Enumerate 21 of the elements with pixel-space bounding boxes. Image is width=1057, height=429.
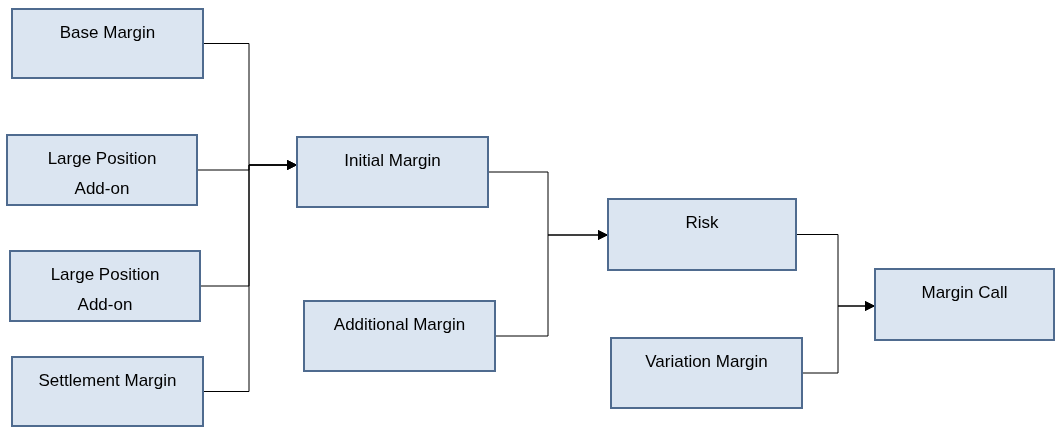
box-label: Large Position Add-on (49, 264, 161, 316)
process-box (11, 8, 204, 79)
process-box (303, 300, 496, 372)
process-box (296, 136, 489, 208)
box-label: Base Margin (59, 22, 156, 44)
box-label: Settlement Margin (38, 370, 177, 392)
process-box (11, 356, 204, 427)
box-label: Additional Margin (333, 314, 466, 336)
connector-arrow (495, 230, 608, 337)
process-box (874, 268, 1055, 341)
connector-arrow (203, 160, 297, 392)
box-label: Variation Margin (645, 351, 768, 373)
process-box (607, 198, 797, 271)
connector-arrow (802, 301, 875, 374)
box-label: Margin Call (921, 282, 1008, 304)
box-label: Risk (685, 212, 719, 234)
process-box (610, 337, 803, 409)
process-box (9, 250, 201, 322)
box-label: Initial Margin (344, 150, 441, 172)
process-box (6, 134, 198, 206)
box-label: Large Position Add-on (46, 148, 158, 200)
